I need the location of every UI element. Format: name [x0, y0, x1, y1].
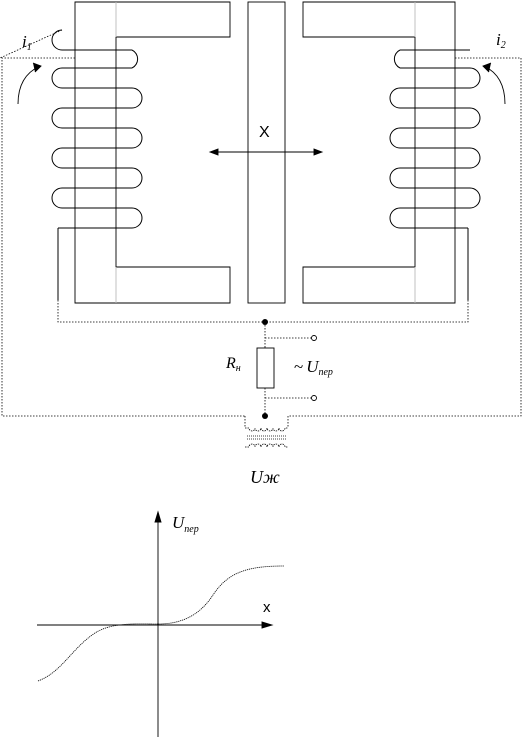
junction-dot-top [262, 319, 268, 325]
displacement-label: X [259, 124, 270, 141]
resistor-label: Rн [225, 355, 241, 374]
output-voltage-label: ~Uпер [294, 357, 333, 378]
output-terminal-top [311, 335, 317, 341]
current-arrow-left [17, 62, 42, 105]
current-arrow-right [482, 62, 506, 105]
current-label-left: i1 [22, 32, 32, 53]
y-axis [154, 510, 162, 737]
left-coil-hidden [0, 29, 63, 59]
left-core [74, 1, 231, 304]
armature [247, 1, 286, 304]
junction-dot-bottom [262, 413, 268, 419]
right-core [302, 1, 456, 304]
current-label-right: i2 [496, 30, 506, 51]
x-axis [37, 621, 274, 629]
characteristic-curve [37, 565, 285, 682]
supply-wiring [1, 57, 522, 428]
y-axis-label: Uпер [172, 513, 199, 535]
displacement-arrow [208, 148, 324, 156]
output-terminal-bottom [311, 395, 317, 401]
right-coil [389, 49, 481, 300]
supply-label: Uж [250, 467, 280, 487]
supply-transformer [245, 427, 288, 448]
x-axis-label: x [263, 599, 271, 616]
characteristic-chart: Uпер x [37, 510, 285, 737]
load-resistor [256, 347, 275, 389]
left-coil [51, 29, 143, 300]
